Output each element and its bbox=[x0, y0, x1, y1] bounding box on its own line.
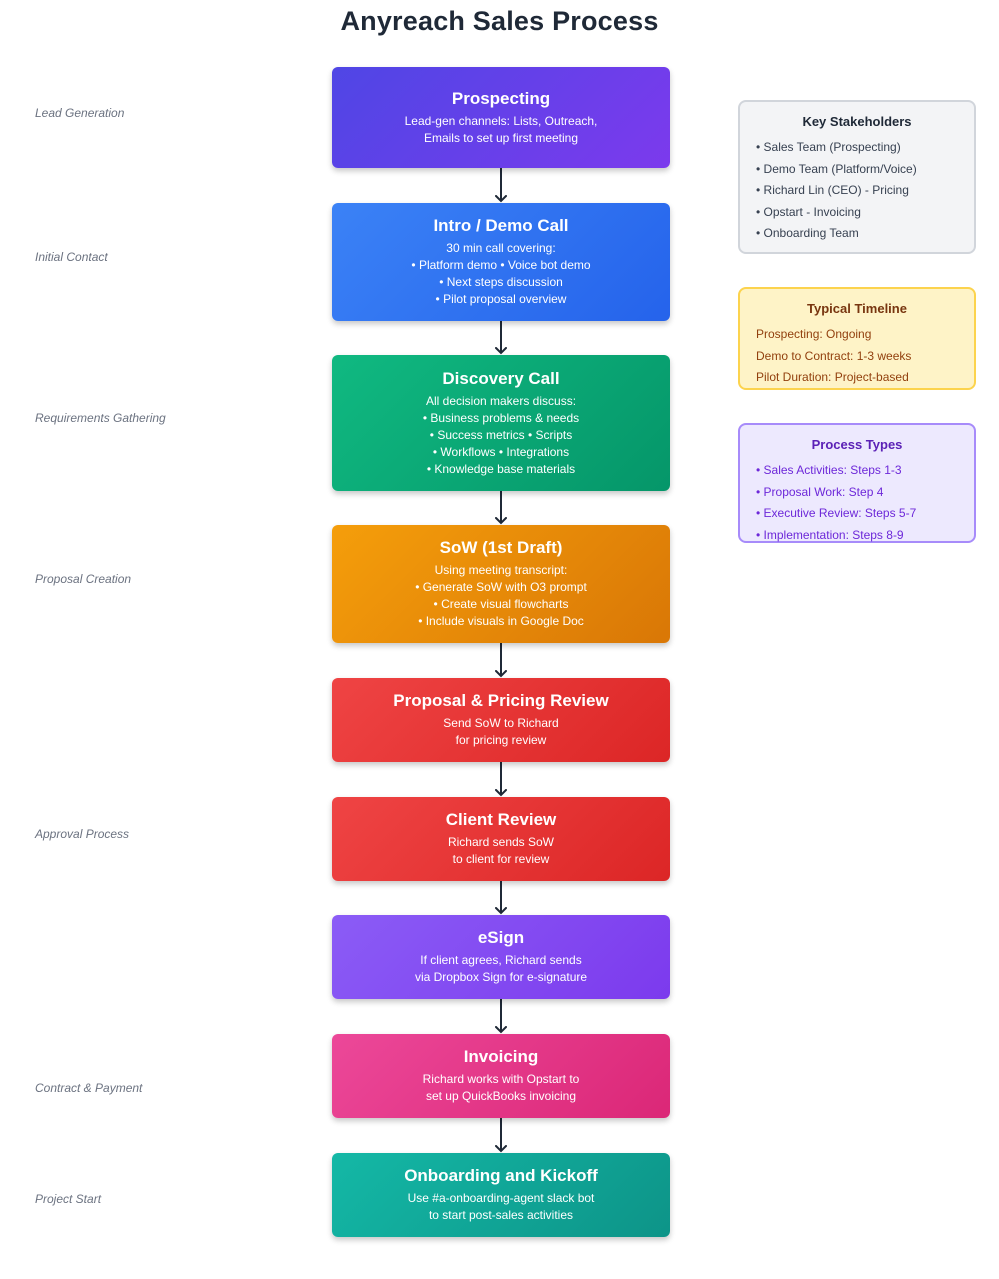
key-stakeholders-title: Key Stakeholders bbox=[802, 114, 912, 129]
phase-label-initial-contact: Initial Contact bbox=[35, 250, 108, 264]
step-title: Proposal & Pricing Review bbox=[393, 691, 609, 710]
phase-label-contract-payment: Contract & Payment bbox=[35, 1081, 143, 1095]
stakeholder-item: • Richard Lin (CEO) - Pricing bbox=[756, 183, 909, 197]
step-proposal-pricing-review: Proposal & Pricing Review Send SoW to Ri… bbox=[332, 678, 670, 762]
step-detail: All decision makers discuss: bbox=[425, 393, 577, 408]
step-detail: Use #a-onboarding-agent slack bot bbox=[407, 1191, 595, 1205]
step-title: Discovery Call bbox=[442, 368, 560, 388]
key-stakeholders-box: Key Stakeholders • Sales Team (Prospecti… bbox=[738, 100, 976, 254]
step-detail: Using meeting transcript: bbox=[434, 563, 568, 577]
timeline-item: Pilot Duration: Project-based bbox=[756, 370, 909, 384]
step-detail: Send SoW to Richard bbox=[443, 716, 559, 730]
step-detail: • Knowledge base materials bbox=[426, 461, 576, 476]
step-sow-first-draft: SoW (1st Draft) Using meeting transcript… bbox=[332, 525, 670, 643]
phase-label-lead-generation: Lead Generation bbox=[35, 106, 125, 120]
step-detail: If client agrees, Richard sends bbox=[420, 953, 582, 967]
step-detail: • Create visual flowcharts bbox=[433, 597, 569, 611]
step-prospecting: Prospecting Lead-gen channels: Lists, Ou… bbox=[332, 67, 670, 168]
step-title: Onboarding and Kickoff bbox=[404, 1166, 598, 1185]
step-client-review: Client Review Richard sends SoW to clien… bbox=[332, 797, 670, 881]
step-detail: to client for review bbox=[452, 852, 550, 866]
step-detail: set up QuickBooks invoicing bbox=[425, 1089, 577, 1103]
step-detail: 30 min call covering: bbox=[446, 241, 556, 255]
phase-label-approval-process: Approval Process bbox=[35, 827, 130, 841]
phase-label-project-start: Project Start bbox=[35, 1192, 102, 1206]
phase-label-requirements-gathering: Requirements Gathering bbox=[35, 411, 166, 425]
step-discovery-call: Discovery Call All decision makers discu… bbox=[332, 355, 670, 491]
stakeholder-item: • Onboarding Team bbox=[756, 226, 859, 240]
step-title: SoW (1st Draft) bbox=[439, 538, 563, 557]
step-intro-demo-call: Intro / Demo Call 30 min call covering: … bbox=[332, 203, 670, 321]
step-detail: • Workflows • Integrations bbox=[432, 444, 570, 459]
stakeholder-item: • Demo Team (Platform/Voice) bbox=[756, 161, 917, 176]
phase-label-proposal-creation: Proposal Creation bbox=[35, 572, 132, 586]
timeline-item: Demo to Contract: 1-3 weeks bbox=[756, 348, 912, 363]
typical-timeline-title: Typical Timeline bbox=[807, 301, 907, 316]
step-detail: Emails to set up first meeting bbox=[423, 130, 579, 145]
process-type-item: • Executive Review: Steps 5-7 bbox=[756, 506, 917, 520]
process-types-box: Process Types • Sales Activities: Steps … bbox=[738, 423, 976, 543]
step-detail: Richard sends SoW bbox=[447, 835, 555, 849]
step-title: eSign bbox=[477, 928, 525, 947]
step-title: Client Review bbox=[445, 810, 557, 829]
step-onboarding-kickoff: Onboarding and Kickoff Use #a-onboarding… bbox=[332, 1153, 670, 1237]
stakeholder-item: • Sales Team (Prospecting) bbox=[756, 140, 901, 154]
step-detail: • Pilot proposal overview bbox=[435, 292, 567, 306]
timeline-item: Prospecting: Ongoing bbox=[756, 327, 872, 341]
step-detail: Richard works with Opstart to bbox=[422, 1072, 580, 1086]
step-detail: via Dropbox Sign for e-signature bbox=[414, 970, 588, 984]
step-title: Prospecting bbox=[451, 88, 551, 108]
step-esign: eSign If client agrees, Richard sends vi… bbox=[332, 915, 670, 999]
step-detail: • Business problems & needs bbox=[422, 410, 580, 425]
process-types-title: Process Types bbox=[811, 437, 903, 452]
process-type-item: • Sales Activities: Steps 1-3 bbox=[756, 463, 902, 477]
step-invoicing: Invoicing Richard works with Opstart to … bbox=[332, 1034, 670, 1118]
step-detail: • Generate SoW with O3 prompt bbox=[415, 580, 587, 594]
step-title: Invoicing bbox=[463, 1047, 539, 1066]
stakeholder-item: • Opstart - Invoicing bbox=[756, 204, 861, 219]
typical-timeline-box: Typical Timeline Prospecting: Ongoing De… bbox=[738, 287, 976, 390]
step-detail: Lead-gen channels: Lists, Outreach, bbox=[404, 113, 598, 128]
page-title: Anyreach Sales Process bbox=[340, 6, 659, 36]
step-detail: • Include visuals in Google Doc bbox=[418, 614, 584, 628]
step-title: Intro / Demo Call bbox=[433, 216, 569, 235]
step-detail: to start post-sales activities bbox=[428, 1208, 574, 1222]
step-detail: • Next steps discussion bbox=[439, 275, 563, 289]
process-type-item: • Implementation: Steps 8-9 bbox=[756, 527, 904, 542]
step-detail: • Success metrics • Scripts bbox=[429, 427, 573, 442]
step-detail: • Platform demo • Voice bot demo bbox=[411, 258, 591, 272]
step-detail: for pricing review bbox=[455, 733, 547, 747]
process-type-item: • Proposal Work: Step 4 bbox=[756, 484, 884, 499]
